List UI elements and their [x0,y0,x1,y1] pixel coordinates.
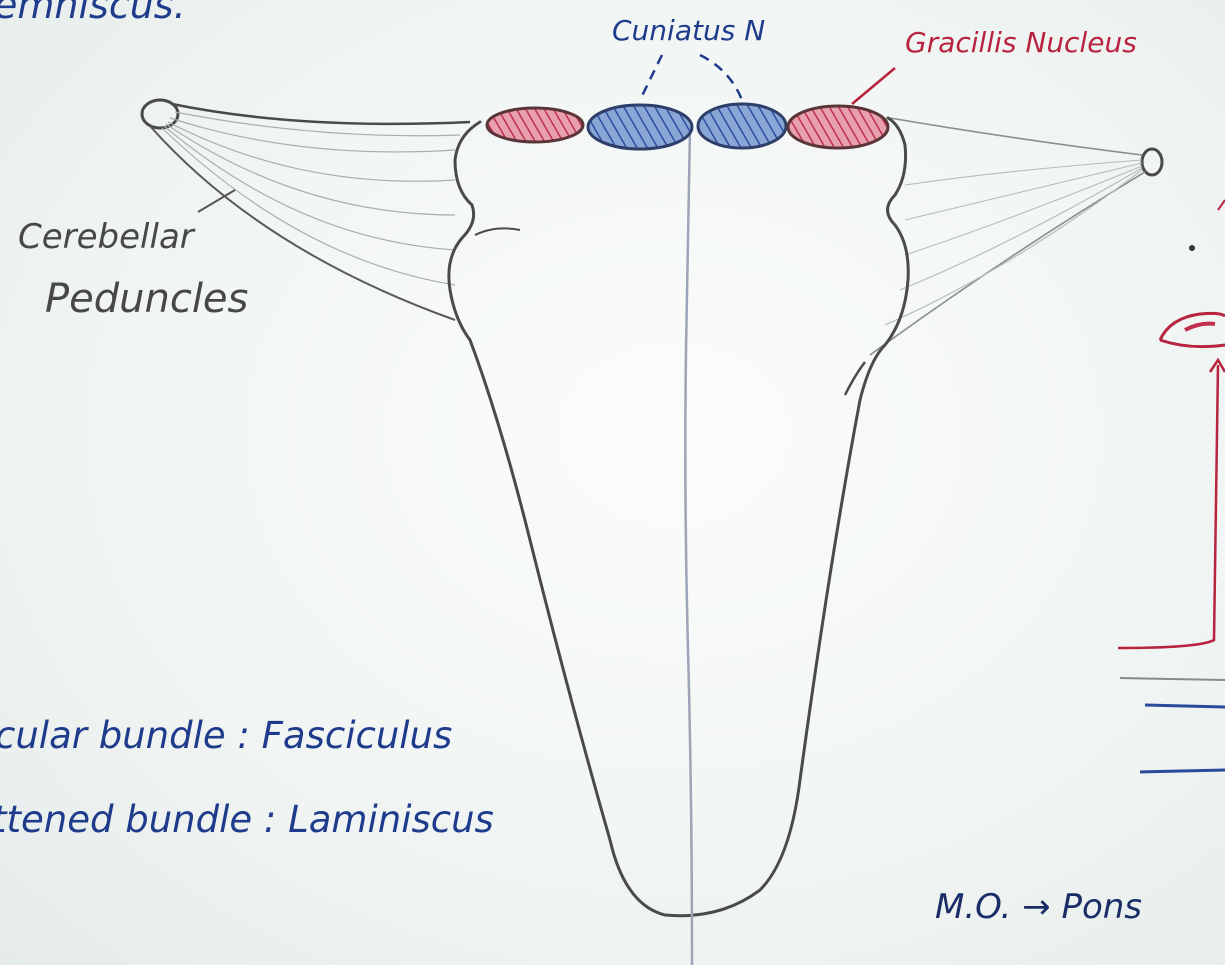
note-laminiscus: ttened bundle : Laminiscus [0,798,494,841]
gracilis-label: Gracillis Nucleus [905,26,1137,59]
cerebellar-label-line2: Peduncles [45,276,248,322]
medulla-outline [449,118,908,916]
red-tick [1218,200,1225,210]
cerebellar-label-line1: Cerebellar [18,217,196,257]
top-fragment-label: emniscus. [0,0,186,27]
mo-pons-label: M.O. → Pons [935,887,1142,927]
left-gracilis-nucleus [487,108,583,142]
right-gracilis-nucleus [788,106,888,148]
note-fasciculus: cular bundle : Fasciculus [0,714,452,757]
dot-mark [1189,245,1195,251]
median-line [685,128,692,965]
partial-red-drawing [1118,313,1225,772]
cuneatus-pointer [640,55,742,100]
gracilis-pointer [852,68,895,104]
left-cuneatus-nucleus [588,105,692,149]
cuneatus-label: Cuniatus N [612,14,765,47]
right-cuneatus-nucleus [698,104,786,148]
right-cerebellar-peduncle [870,118,1162,355]
